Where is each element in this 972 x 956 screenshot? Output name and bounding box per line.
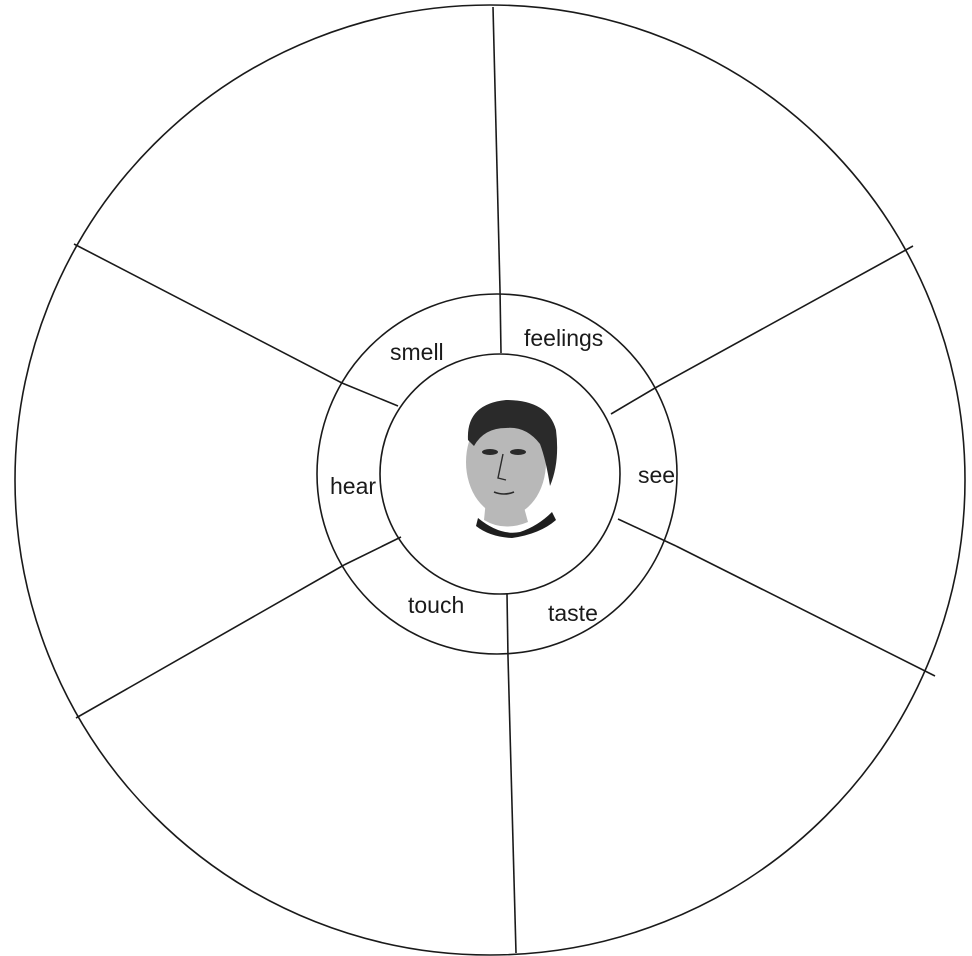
outer-spoke-upper-left	[74, 244, 342, 383]
portrait-face-icon	[466, 400, 557, 538]
outer-spoke-top	[493, 7, 500, 290]
label-hear: hear	[330, 473, 376, 499]
label-smell: smell	[390, 339, 444, 365]
outer-spoke-upper-right	[655, 246, 913, 388]
outer-spoke-lower-left	[76, 565, 344, 718]
label-see: see	[638, 462, 675, 488]
portrait-eye-right	[510, 449, 526, 455]
outer-spoke-lower-right	[676, 546, 935, 676]
portrait-eye-left	[482, 449, 498, 455]
inner-spoke-bottom	[507, 594, 508, 657]
label-taste: taste	[548, 600, 598, 626]
inner-spoke-lower-left	[344, 537, 401, 565]
label-feelings: feelings	[524, 325, 603, 351]
inner-spoke-upper-left	[342, 383, 398, 406]
label-touch: touch	[408, 592, 464, 618]
inner-spoke-upper-right	[611, 388, 655, 414]
outer-spoke-bottom	[508, 657, 516, 953]
inner-spoke-top	[500, 290, 501, 353]
